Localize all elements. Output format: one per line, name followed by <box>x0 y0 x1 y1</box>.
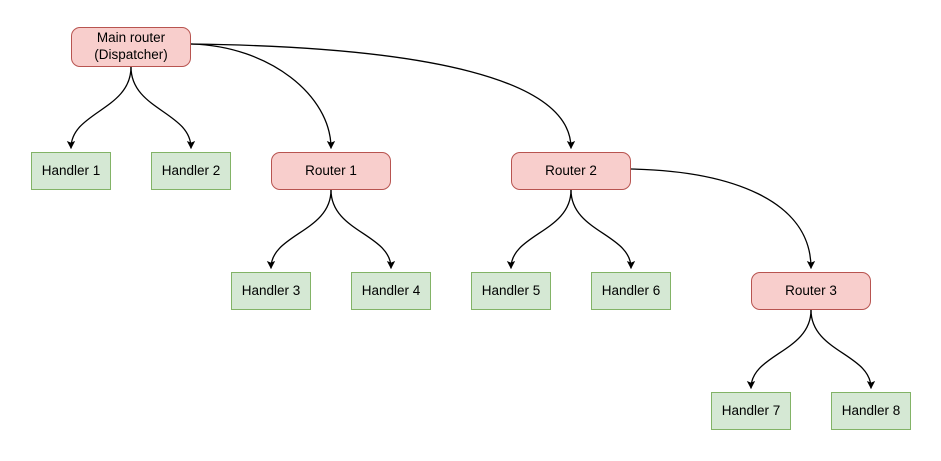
node-label: Handler 3 <box>241 282 301 298</box>
node-label: Router 1 <box>305 162 357 178</box>
edge-router-2-to-handler-5 <box>506 189 572 270</box>
node-label: Handler 7 <box>721 402 781 418</box>
edge-router-1-to-handler-3 <box>266 189 332 270</box>
node-label: Router 2 <box>545 162 597 178</box>
edge-router-3-to-handler-7 <box>746 309 812 390</box>
node-label: Handler 5 <box>481 282 541 298</box>
node-label: Router 3 <box>785 282 837 298</box>
node-handler-5[interactable]: Handler 5 <box>471 272 551 310</box>
edge-router-1-to-handler-4 <box>330 189 396 270</box>
node-main-router[interactable]: Main router (Dispatcher) <box>71 27 191 67</box>
edge-main-to-handler-1 <box>66 66 132 150</box>
node-handler-3[interactable]: Handler 3 <box>231 272 311 310</box>
node-label: Handler 8 <box>841 402 901 418</box>
node-label: Handler 6 <box>601 282 661 298</box>
node-router-1[interactable]: Router 1 <box>271 152 391 190</box>
node-label: Main router (Dispatcher) <box>94 30 168 62</box>
node-label: Handler 2 <box>161 162 221 178</box>
node-handler-4[interactable]: Handler 4 <box>351 272 431 310</box>
node-handler-2[interactable]: Handler 2 <box>151 152 231 190</box>
edge-main-to-handler-2 <box>130 66 196 150</box>
edge-main-to-router-2 <box>190 43 576 150</box>
node-router-3[interactable]: Router 3 <box>751 272 871 310</box>
node-label: Handler 4 <box>361 282 421 298</box>
node-handler-8[interactable]: Handler 8 <box>831 392 911 430</box>
edge-main-to-router-1 <box>190 43 336 150</box>
edge-router-3-to-handler-8 <box>810 309 876 390</box>
node-router-2[interactable]: Router 2 <box>511 152 631 190</box>
node-handler-1[interactable]: Handler 1 <box>31 152 111 190</box>
edge-paths <box>66 43 876 390</box>
node-label: Handler 1 <box>41 162 101 178</box>
edge-router-2-to-handler-6 <box>570 189 636 270</box>
edge-router-2-to-router-3 <box>630 168 816 270</box>
node-handler-7[interactable]: Handler 7 <box>711 392 791 430</box>
node-handler-6[interactable]: Handler 6 <box>591 272 671 310</box>
